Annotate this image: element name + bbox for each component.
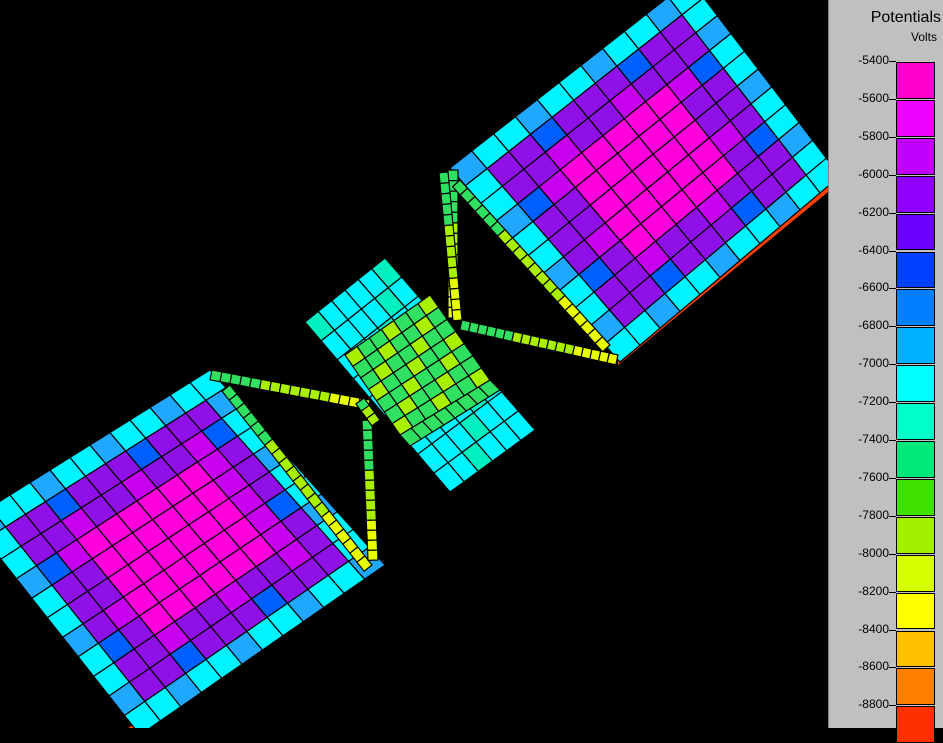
legend-tick-mark [889,136,896,138]
legend-tick-mark [889,212,896,214]
legend-unit: Volts [910,30,937,44]
legend-color-swatch [896,630,935,668]
truss-segment [594,335,611,353]
truss-segment [366,549,379,562]
legend-tick-label: -5600 [858,90,889,105]
model-viewport[interactable] [0,0,841,736]
panel-cell [669,0,702,16]
legend-tick-label: -6600 [858,280,889,295]
truss-segment [366,539,379,552]
truss-segment [444,234,456,248]
legend-color-swatch [896,175,935,213]
legend-tick-mark [889,440,896,441]
truss-segment [447,266,459,280]
truss-segment [449,287,461,301]
legend-tick-label: -8200 [858,583,889,598]
legend-color-swatch [896,592,935,630]
legend-tick-label: -8000 [858,545,889,560]
legend-color-swatch [896,365,935,403]
body-cell [477,379,501,398]
legend-tick-mark [889,326,896,328]
truss-segment [440,192,452,206]
truss-segment [366,529,378,542]
legend-title: Potentials [870,9,941,26]
truss-segment [447,169,459,182]
truss-segment [365,411,381,427]
truss-segment [446,255,458,269]
right-solar-panel [449,0,841,363]
legend-tick-label: -7800 [858,507,889,522]
legend-tick-mark [889,515,896,517]
spacecraft-model [0,0,841,736]
legend-tick-label: -8600 [858,659,889,674]
truss-segment [606,352,619,366]
truss-segment [443,224,455,237]
legend-tick-mark [889,402,896,404]
legend-tick-mark [889,591,896,593]
legend-color-swatch [896,441,935,478]
truss-segment [445,245,457,259]
legend-tick-label: -6200 [858,204,889,219]
legend-tick-mark [889,250,896,252]
truss-segment [438,171,450,185]
legend-tick-mark [889,61,896,62]
spacecraft-body [304,257,536,493]
legend-tick-mark [889,553,896,555]
legend-tick-mark [889,477,896,479]
legend-tick-mark [889,98,896,100]
legend-color-swatch [896,478,935,516]
legend-color-swatch [896,403,935,440]
legend-tick-label: -5800 [858,128,889,143]
body-cell [503,410,536,442]
right-truss [438,169,619,366]
truss-segment [362,439,374,452]
left-solar-panel [0,369,386,736]
truss-segment [363,479,376,492]
truss-segment [441,203,453,216]
legend-color-swatch [896,554,935,592]
legend-tick-mark [889,174,896,176]
truss-segment [450,298,462,311]
left-truss [209,369,381,573]
legend-tick-label: -7600 [858,469,889,484]
legend-tick-label: -7000 [858,356,889,371]
legend-tick-label: -6800 [858,318,889,333]
truss-segment [364,489,377,502]
potentials-legend: Potentials Volts -5400 -5600 -5800 -6000 -62… [828,0,943,743]
legend-tick-label: -7400 [858,432,889,446]
truss-segment [448,277,460,290]
truss-segment [363,459,375,472]
legend-color-swatch [896,668,935,706]
legend-tick-mark [889,705,896,707]
legend-tick-label: -6400 [858,242,889,257]
legend-tick-label: -5400 [858,53,889,67]
legend-color-swatch [896,62,935,99]
truss-segment [363,469,376,482]
legend-tick-label: -8800 [858,697,889,712]
truss-segment [356,555,373,573]
truss-segment [439,181,451,195]
truss-segment [451,308,463,322]
legend-color-swatch [896,251,935,289]
truss-segment [361,429,374,442]
legend-color-swatch [896,99,935,137]
legend-color-swatch [896,137,935,175]
legend-color-swatch [896,327,935,365]
legend-tick-mark [889,629,896,631]
legend-color-swatch [896,289,935,327]
legend-tick-mark [889,288,896,290]
legend-tick-label: -8400 [858,621,889,636]
truss-segment [364,499,377,512]
legend-tick-label: -7200 [858,394,889,409]
legend-tick-label: -6000 [858,166,889,181]
legend-tick-mark [889,364,896,366]
legend-tick-mark [889,667,896,669]
legend-color-swatch [896,706,935,743]
truss-segment [362,449,375,462]
truss-segment [365,509,377,522]
legend-color-swatch [896,516,935,554]
truss-segment [442,213,454,227]
legend-color-swatch [896,213,935,251]
truss-segment [365,519,378,532]
